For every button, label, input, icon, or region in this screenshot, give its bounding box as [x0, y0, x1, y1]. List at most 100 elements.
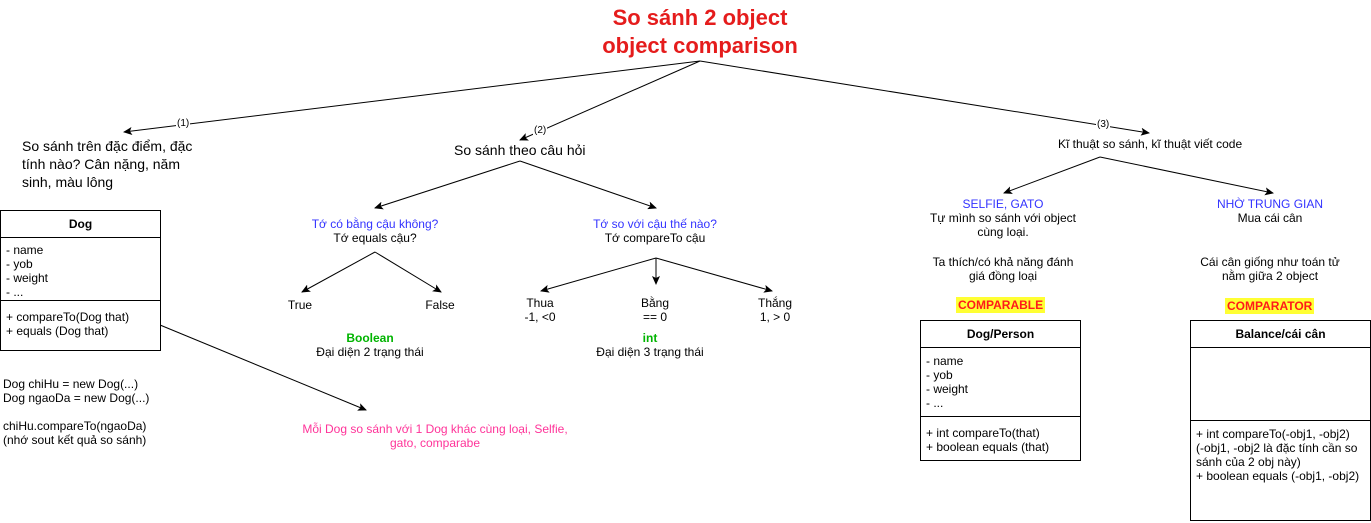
- result-thua-label: Thua: [526, 296, 554, 310]
- title-line-1: So sánh 2 object: [612, 5, 788, 30]
- balance-method-note-1: (-obj1, -obj2 là đặc tính cần so: [1196, 441, 1358, 455]
- result-bang: Bằng == 0: [625, 296, 685, 324]
- result-true: True: [287, 298, 313, 312]
- boolean-desc: Đại diện 2 trạng thái: [316, 345, 424, 359]
- code-line-2: Dog ngaoDa = new Dog(...): [3, 391, 150, 405]
- middle-note-text-2: nằm giữa 2 object: [1221, 269, 1319, 283]
- selfie-note-text-2: giá đồng loại: [968, 269, 1038, 283]
- dog-class-fields: - name - yob - weight - ...: [1, 238, 160, 300]
- int-note: int Đại diện 3 trạng thái: [580, 331, 720, 359]
- edge-dog-note: [159, 324, 367, 411]
- int-type: int: [642, 331, 658, 345]
- code-line-1: Dog chiHu = new Dog(...): [3, 377, 139, 391]
- compare-answer: Tớ compareTo cậu: [604, 231, 706, 245]
- middle-node: NHỜ TRUNG GIAN Mua cái cân: [1190, 197, 1350, 225]
- branch3-label: Kĩ thuật so sánh, kĩ thuật viết code: [1058, 137, 1243, 151]
- compare-question: Tớ so với cậu thế nào?: [593, 217, 717, 231]
- branch1-line-2: tính nào? Cân nặng, năm: [22, 156, 181, 172]
- person-class-fields: - name - yob - weight - ...: [921, 348, 1080, 416]
- result-thang: Thắng 1, > 0: [745, 296, 805, 324]
- result-bang-value: == 0: [642, 310, 668, 324]
- selfie-line-1: Tự mình so sánh với object: [930, 211, 1076, 225]
- edge-title-branch2: [519, 60, 701, 141]
- edge-branch3-middle: [1099, 156, 1274, 196]
- balance-method-note-2: sánh của 2 obj này): [1196, 455, 1301, 469]
- result-false: False: [425, 298, 455, 312]
- code-line-3: [3, 405, 149, 419]
- branch2-label: So sánh theo câu hỏi: [454, 142, 586, 158]
- dog-class-header: Dog: [1, 211, 160, 238]
- middle-note-box: Cái cân giống như toán tử nằm giữa 2 obj…: [1185, 255, 1355, 283]
- person-field-name: - name: [926, 354, 964, 368]
- title-line-2: object comparison: [602, 33, 798, 58]
- selfie-title: SELFIE, GATO: [962, 197, 1044, 211]
- result-thang-label: Thắng: [757, 296, 793, 310]
- code-note: Dog chiHu = new Dog(...) Dog ngaoDa = ne…: [3, 377, 149, 447]
- person-field-more: - ...: [926, 396, 944, 410]
- balance-method-compareto: + int compareTo(-obj1, -obj2): [1196, 427, 1350, 441]
- middle-title: NHỜ TRUNG GIAN: [1216, 197, 1324, 211]
- edge-equals-true: [301, 251, 376, 293]
- person-field-yob: - yob: [926, 368, 953, 382]
- equals-answer: Tớ equals cậu?: [333, 231, 417, 245]
- result-thua-value: -1, <0: [524, 310, 556, 324]
- dog-class-methods: + compareTo(Dog that) + equals (Dog that…: [1, 300, 160, 340]
- person-class-methods: + int compareTo(that) + boolean equals (…: [921, 416, 1080, 456]
- dog-method-compareto: + compareTo(Dog that): [6, 310, 130, 324]
- boolean-type: Boolean: [346, 331, 394, 345]
- balance-class-header: Balance/cái cân: [1191, 321, 1370, 348]
- person-field-weight: - weight: [926, 382, 969, 396]
- edge-compare-thang: [655, 257, 773, 293]
- code-line-4: chiHu.compareTo(ngaoDa): [3, 419, 147, 433]
- edge-label-2: (2): [533, 125, 548, 136]
- dog-field-more: - ...: [6, 285, 24, 299]
- edge-branch2-compare: [519, 160, 657, 210]
- selfie-note: Mỗi Dog so sánh với 1 Dog khác cùng loại…: [290, 422, 580, 450]
- person-method-equals: + boolean equals (that): [926, 440, 1050, 454]
- balance-method-equals: + boolean equals (-obj1, -obj2): [1196, 469, 1360, 483]
- equals-question-node: Tớ có bằng cậu không? Tớ equals cậu?: [295, 217, 455, 245]
- edge-equals-false: [374, 251, 442, 293]
- edge-title-branch1: [123, 60, 701, 135]
- dog-field-weight: - weight: [6, 271, 49, 285]
- branch1-line-3: sinh, màu lông: [22, 174, 114, 190]
- selfie-line-2: cùng loại.: [977, 225, 1029, 239]
- dog-field-yob: - yob: [6, 257, 33, 271]
- selfie-node: SELFIE, GATO Tự mình so sánh với object …: [918, 197, 1088, 239]
- edge-compare-thua: [540, 257, 657, 293]
- branch1-label: So sánh trên đặc điểm, đặc tính nào? Cân…: [22, 137, 192, 191]
- result-bang-label: Bằng: [640, 296, 670, 310]
- selfie-note-line-2: gato, comparabe: [389, 436, 481, 450]
- code-line-5: (nhớ sout kết quả so sánh): [3, 433, 147, 447]
- edge-label-3: (3): [1096, 119, 1111, 130]
- comparator-badge: COMPARATOR: [1225, 298, 1315, 314]
- dog-class-box: Dog - name - yob - weight - ... + compar…: [0, 210, 161, 351]
- edge-title-branch3: [699, 60, 1150, 136]
- result-thua: Thua -1, <0: [510, 296, 570, 324]
- balance-class-methods: + int compareTo(-obj1, -obj2) (-obj1, -o…: [1191, 420, 1370, 485]
- middle-note-text-1: Cái cân giống như toán tử: [1200, 255, 1340, 269]
- int-desc: Đại diện 3 trạng thái: [596, 345, 704, 359]
- result-thang-value: 1, > 0: [759, 310, 791, 324]
- compare-question-node: Tớ so với cậu thế nào? Tớ compareTo cậu: [575, 217, 735, 245]
- balance-class-box: Balance/cái cân + int compareTo(-obj1, -…: [1190, 320, 1371, 521]
- edge-label-1: (1): [176, 118, 191, 129]
- middle-subtitle: Mua cái cân: [1237, 211, 1303, 225]
- selfie-note-box: Ta thích/có khả năng đánh giá đồng loại: [918, 255, 1088, 283]
- edge-branch2-equals: [374, 160, 521, 210]
- boolean-note: Boolean Đại diện 2 trạng thái: [300, 331, 440, 359]
- comparable-badge: COMPARABLE: [956, 297, 1046, 313]
- person-method-compareto: + int compareTo(that): [926, 426, 1040, 440]
- selfie-note-text-1: Ta thích/có khả năng đánh: [932, 255, 1074, 269]
- branch1-line-1: So sánh trên đặc điểm, đặc: [22, 138, 193, 154]
- edge-branch3-selfie: [1003, 156, 1101, 194]
- selfie-note-line-1: Mỗi Dog so sánh với 1 Dog khác cùng loại…: [302, 422, 568, 436]
- person-class-header: Dog/Person: [921, 321, 1080, 348]
- equals-question: Tớ có bằng cậu không?: [311, 217, 439, 231]
- dog-field-name: - name: [6, 243, 44, 257]
- dog-method-equals: + equals (Dog that): [6, 324, 109, 338]
- balance-class-fields: [1191, 348, 1370, 420]
- person-class-box: Dog/Person - name - yob - weight - ... +…: [920, 320, 1081, 461]
- diagram-title: So sánh 2 object object comparison: [560, 4, 840, 60]
